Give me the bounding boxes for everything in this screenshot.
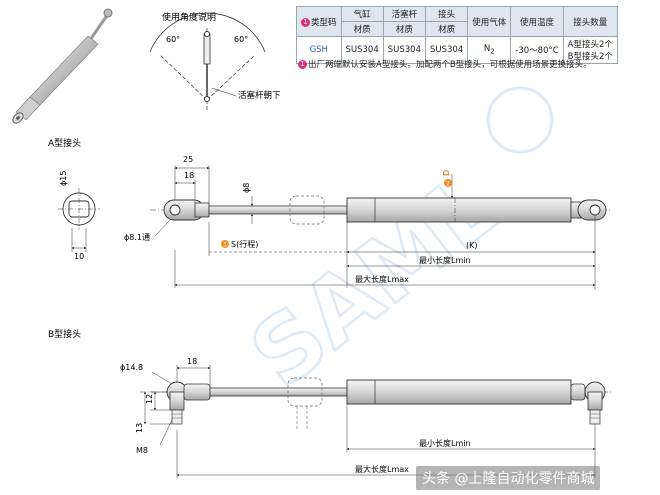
rod-material-header: 材质 (382, 21, 427, 37)
row-temp: -30～80°C (510, 36, 564, 64)
b-dim13: 13 (135, 423, 144, 433)
a-stroke-label: S(行程) (231, 239, 258, 249)
piston-rod-header: 活塞杆 (382, 6, 427, 22)
angle-right-label: 60° (234, 35, 248, 44)
a-lmin: 最小长度Lmin (419, 255, 471, 265)
b-m8: M8 (136, 446, 148, 455)
row-cylinder-material: SUS304 (340, 36, 384, 64)
a-dia15: ϕ15 (59, 171, 68, 186)
type-code-text: 类型码 (311, 17, 337, 28)
a-dim25: 25 (183, 155, 193, 164)
gas-header: 使用气体 (467, 6, 512, 37)
a-lmax: 最大长度Lmax (355, 274, 409, 284)
a-k-label: (K) (466, 241, 478, 250)
temp-header: 使用温度 (510, 6, 564, 37)
cylinder-material-header: 材质 (340, 21, 384, 37)
a-type-drawing: A型接头 ϕ15 10 25 18 (48, 137, 612, 290)
joint-count-b: B型接头2个 (567, 52, 613, 62)
angle-title: 使用角度说明 (162, 11, 216, 23)
row-gas-sub: 2 (490, 46, 495, 56)
angle-left-label: 60° (166, 35, 180, 44)
joint-count-a: A型接头2个 (567, 40, 613, 50)
angle-diagram: 使用角度说明 60° 60° 活塞杆朝下 (149, 11, 281, 112)
rod-down-label: 活塞杆朝下 (238, 90, 281, 101)
b-type-label: B型接头 (48, 328, 81, 340)
a-dim18: 18 (184, 171, 194, 180)
row-gas-main: N (483, 44, 491, 55)
joint-count-header: 接头数量 (562, 6, 618, 37)
a-hole: ϕ8.1通 (124, 232, 150, 242)
note-text: 出厂两端默认安装A型接头。加配两个B型接头，可根据使用场景更换接头。 (308, 60, 592, 70)
b-lmin: 最小长度Lmin (419, 438, 471, 448)
b-dia: ϕ14.8 (120, 363, 143, 372)
cylinder-header: 气缸 (340, 6, 384, 22)
gas-spring-photo (12, 8, 113, 124)
a-stroke-num: 3 (223, 242, 227, 249)
b-dim18: 18 (187, 357, 197, 366)
row-joint-count: A型接头2个 B型接头2个 (562, 36, 618, 64)
type-code-bullet: 1 (301, 17, 310, 27)
a-dim10: 10 (74, 252, 84, 261)
a-d-label: D (442, 170, 451, 176)
watermark: SAML (231, 86, 554, 410)
b-lmax: 最大长度Lmax (355, 464, 409, 474)
b-type-drawing: B型接头 18 ϕ14.8 12 13 (48, 328, 612, 478)
b-dim12: 12 (145, 394, 154, 404)
a-d-num: 2 (446, 181, 450, 188)
joint-header: 接头 (425, 6, 469, 22)
row-joint-material: SUS304 (425, 36, 469, 64)
joint-material-header: 材质 (425, 21, 469, 37)
footer-watermark: 头条 @上隆自动化零件商城 (416, 466, 601, 490)
note-bullet: 1 (298, 60, 307, 69)
a-dia8: ϕ8 (242, 183, 251, 193)
a-type-label: A型接头 (48, 137, 81, 149)
